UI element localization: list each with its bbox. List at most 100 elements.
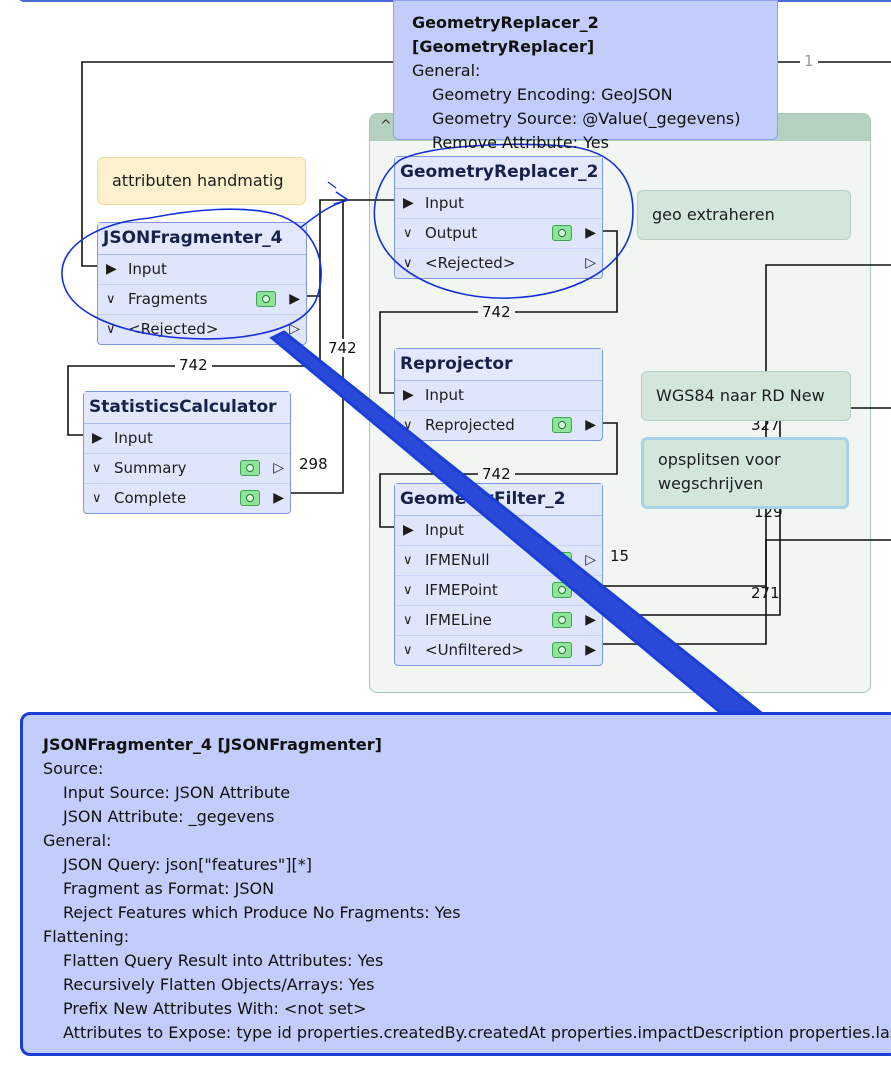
output-arrow-outline-icon: ▷ — [289, 321, 300, 337]
hand-arrow-small — [327, 181, 337, 189]
inspect-eye-icon[interactable] — [240, 490, 260, 506]
input-arrow-icon: ▶ — [92, 430, 103, 446]
port-label: Input — [128, 260, 167, 278]
count-fragments: 742 — [324, 339, 361, 357]
transformer-statisticscalculator[interactable]: StatisticsCalculator ▶ Input ∨ Summary ▷ ∨ C… — [83, 391, 291, 514]
tooltip-prop: JSON Query: json["features"][*] — [63, 855, 312, 874]
output-port-complete[interactable]: ∨ Complete ▶ — [84, 484, 290, 513]
transformer-title[interactable]: GeometryReplacer_2 — [395, 157, 602, 189]
tooltip-prop: Geometry Source: @Value(_gegevens) — [432, 109, 741, 128]
transformer-title[interactable]: StatisticsCalculator — [84, 392, 290, 424]
tooltip-prop: JSON Attribute: _gegevens — [63, 807, 275, 826]
output-port-output[interactable]: ∨Output▶ — [395, 219, 602, 249]
port-label: <Unfiltered> — [425, 641, 524, 659]
port-label: Input — [114, 429, 153, 447]
wire-json-stats — [67, 296, 321, 436]
transformer-title[interactable]: Reprojector — [395, 349, 602, 381]
annotation-wgs84[interactable]: WGS84 naar RD New — [641, 371, 851, 421]
input-arrow-icon: ▶ — [403, 195, 414, 211]
annotation-opsplitsen[interactable]: opsplitsen voor wegschrijven — [641, 437, 849, 509]
output-port-unfiltered[interactable]: ∨ <Unfiltered> ▶ — [395, 636, 602, 665]
transformer-title[interactable]: JSONFragmenter_4 — [98, 223, 306, 255]
inspect-eye-icon[interactable] — [552, 642, 572, 658]
input-port[interactable]: ▶Input — [395, 381, 602, 411]
tooltip-prop: Fragment as Format: JSON — [63, 879, 275, 898]
inspect-eye-icon[interactable] — [552, 417, 572, 433]
count-summary: 298 — [299, 455, 328, 473]
inspect-eye-icon[interactable] — [552, 225, 572, 241]
output-arrow-icon: ▶ — [289, 291, 300, 307]
chevron-down-icon[interactable]: ∨ — [403, 583, 413, 598]
input-arrow-icon: ▶ — [403, 522, 414, 538]
annotation-geo-extraheren-text: geo extraheren — [652, 205, 775, 224]
input-port[interactable]: ▶ Input — [84, 424, 290, 454]
annotation-attributen[interactable]: attributen handmatig — [97, 157, 306, 205]
annotation-geo-extraheren[interactable]: geo extraheren — [637, 190, 851, 240]
inspect-eye-icon[interactable] — [552, 612, 572, 628]
tooltip-jsonfragmenter: JSONFragmenter_4 [JSONFragmenter] Source… — [20, 712, 891, 1056]
tooltip-section-general: General: — [43, 831, 112, 850]
wire-fragments-geomreplacer — [302, 199, 400, 297]
chevron-down-icon[interactable]: ∨ — [403, 418, 413, 433]
chevron-down-icon[interactable]: ∨ — [403, 643, 413, 658]
tooltip-title: JSONFragmenter_4 [JSONFragmenter] — [43, 735, 382, 754]
output-port-rejected[interactable]: ∨ <Rejected> ▷ — [395, 249, 602, 278]
output-port-fragments[interactable]: ∨ Fragments ▶ — [98, 285, 306, 315]
output-arrow-icon: ▶ — [585, 612, 596, 628]
count-271: 271 — [751, 584, 780, 602]
tooltip-prop: Recursively Flatten Objects/Arrays: Yes — [63, 975, 375, 994]
tooltip-pointer — [269, 330, 765, 714]
bookmark-collapse-toggle[interactable]: ^ — [380, 118, 392, 134]
chevron-down-icon[interactable]: ∨ — [92, 491, 102, 506]
count-ifmenull: 15 — [610, 547, 630, 565]
chevron-down-icon[interactable]: ∨ — [403, 613, 413, 628]
chevron-down-icon[interactable]: ∨ — [106, 322, 116, 337]
chevron-down-icon[interactable]: ∨ — [403, 256, 413, 271]
hand-arrow — [299, 191, 350, 229]
count-json-to-stats: 742 — [175, 356, 212, 374]
output-arrow-outline-icon: ▷ — [585, 552, 596, 568]
wire-complete — [285, 200, 344, 494]
port-label: Summary — [114, 459, 187, 477]
annotation-opsplitsen-text: opsplitsen voor wegschrijven — [658, 450, 781, 493]
input-arrow-icon: ▶ — [403, 387, 414, 403]
chevron-down-icon[interactable]: ∨ — [403, 226, 413, 241]
input-port[interactable]: ▶Input — [98, 255, 306, 285]
port-label: IFMEPoint — [425, 581, 498, 599]
port-label: Output — [425, 224, 478, 242]
inspect-eye-icon[interactable] — [256, 291, 276, 307]
output-port-ifmeline[interactable]: ∨IFMELine▶ — [395, 606, 602, 636]
output-arrow-icon: ▶ — [273, 490, 284, 506]
transformer-reprojector[interactable]: Reprojector ▶Input ∨Reprojected▶ — [394, 348, 603, 441]
output-arrow-icon: ▶ — [585, 417, 596, 433]
output-arrow-icon: ▶ — [585, 642, 596, 658]
transformer-jsonfragmenter[interactable]: JSONFragmenter_4 ▶Input ∨Fragments▶ ∨<Re… — [97, 222, 307, 345]
tooltip-geometryreplacer: GeometryReplacer_2 [GeometryReplacer] Ge… — [393, 0, 778, 152]
chevron-down-icon[interactable]: ∨ — [92, 461, 102, 476]
port-label: Complete — [114, 489, 187, 507]
output-port-reprojected[interactable]: ∨Reprojected▶ — [395, 411, 602, 440]
tooltip-prop: Geometry Encoding: GeoJSON — [432, 85, 673, 104]
input-port[interactable]: ▶ Input — [395, 516, 602, 546]
circle-around-jsonfragmenter — [61, 208, 322, 340]
wire-right-1 — [598, 264, 891, 587]
annotation-attributen-text: attributen handmatig — [112, 171, 284, 190]
chevron-down-icon[interactable]: ∨ — [106, 292, 116, 307]
port-label: Fragments — [128, 290, 208, 308]
input-port[interactable]: ▶Input — [395, 189, 602, 219]
wire-right-3 — [598, 539, 891, 645]
port-label: IFMENull — [425, 551, 490, 569]
output-port-summary[interactable]: ∨ Summary ▷ — [84, 454, 290, 484]
output-arrow-outline-icon: ▷ — [585, 255, 596, 271]
port-label: <Rejected> — [425, 254, 516, 272]
chevron-down-icon[interactable]: ∨ — [403, 553, 413, 568]
count-top-line: 1 — [800, 52, 818, 70]
tooltip-prop: Remove Attribute: Yes — [432, 133, 609, 152]
port-label: Input — [425, 521, 464, 539]
transformer-geometryreplacer[interactable]: GeometryReplacer_2 ▶Input ∨ Output ▶ ∨ <Rej… — [394, 156, 603, 279]
tooltip-prop: Flatten Query Result into Attributes: Ye… — [63, 951, 384, 970]
tooltip-title: GeometryReplacer_2 [GeometryReplacer] — [412, 13, 599, 56]
inspect-eye-icon[interactable] — [240, 460, 260, 476]
tooltip-section-source: Source: — [43, 759, 104, 778]
output-arrow-outline-icon: ▷ — [273, 460, 284, 476]
